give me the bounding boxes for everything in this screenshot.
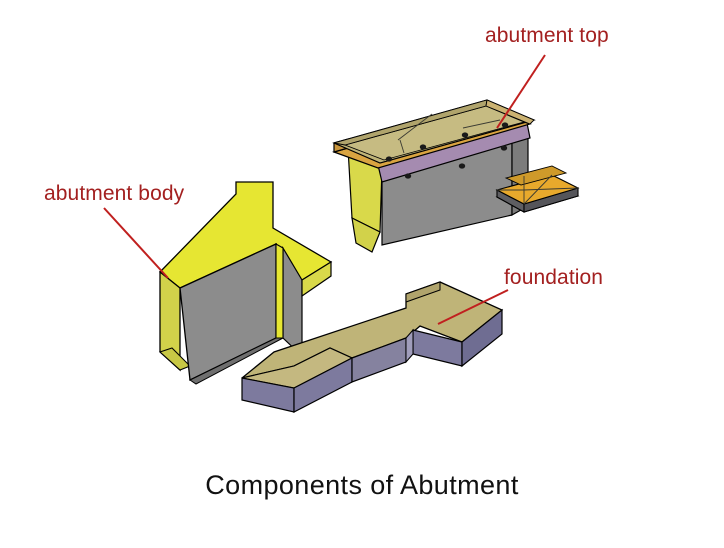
abutment-top-component: [332, 99, 580, 253]
label-foundation: foundation: [504, 266, 604, 289]
diagram-caption: Components of Abutment: [205, 470, 519, 500]
bearing-pad-crease-4: [523, 174, 553, 205]
foundation-gap-sliver: [405, 328, 414, 364]
abutment-body-left-bottom: [158, 347, 191, 371]
bearing-pad-crease-3: [523, 187, 579, 191]
bearing-dot: [404, 173, 412, 179]
label-abutment-top: abutment top: [485, 24, 609, 47]
bearing-pad-upper-step: [504, 165, 568, 186]
abutment-body-front-bottom: [188, 337, 284, 385]
abutment-top-scribe-3: [462, 119, 501, 129]
leader-line-abutment-body: [103, 207, 169, 279]
abutment-body-component: [158, 181, 333, 385]
abutment-top-scribe-2: [399, 139, 405, 154]
bearing-dot: [458, 163, 466, 169]
abutment-top-wing-left-lower: [351, 216, 381, 253]
leader-line-foundation: [437, 289, 509, 325]
leader-line-abutment-top: [496, 54, 546, 129]
label-abutment-body: abutment body: [44, 182, 185, 205]
abutment-top-right-rim: [485, 99, 535, 125]
bearing-dot: [500, 145, 508, 151]
foundation-component: [241, 281, 504, 413]
foundation-back-step: [405, 281, 441, 303]
bearing-dot: [419, 144, 427, 150]
abutment-body-right-wing-face: [301, 260, 332, 298]
bearing-dot: [385, 156, 393, 162]
foundation-right-side: [461, 308, 503, 368]
abutment-top-scribe-1: [397, 113, 433, 141]
bearing-dot: [461, 132, 469, 138]
abutment-body-yellow-sliver: [275, 243, 284, 339]
bearing-dot: [501, 122, 509, 128]
